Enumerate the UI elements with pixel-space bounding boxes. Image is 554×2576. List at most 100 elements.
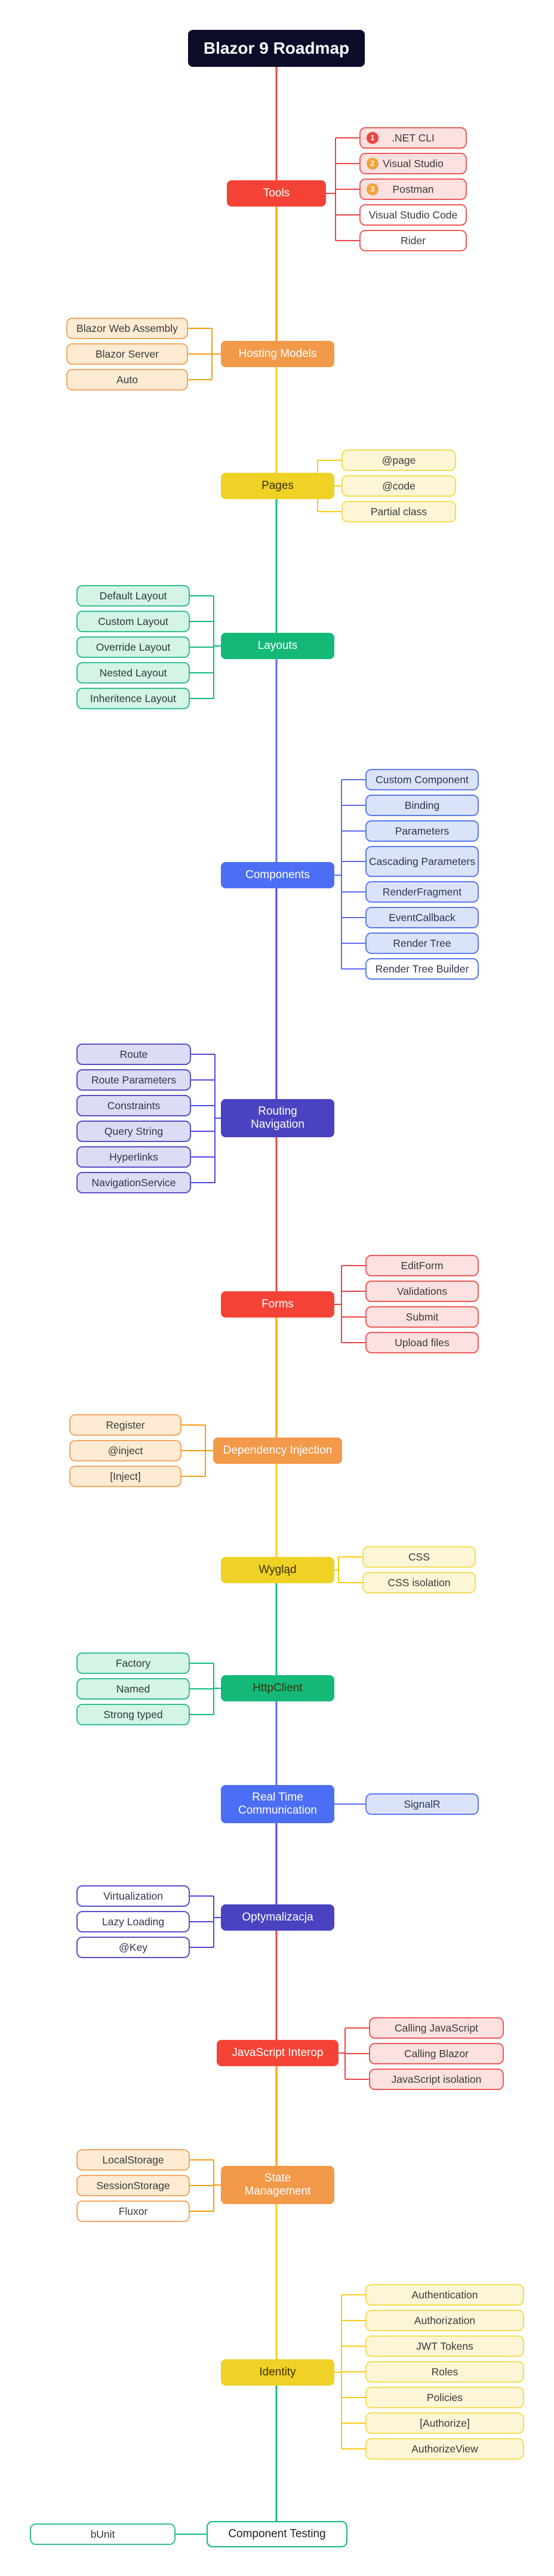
subtopic-label: Rider [401, 234, 426, 247]
topic-identity[interactable]: Identity [221, 2359, 334, 2386]
topic-tools[interactable]: Tools [227, 180, 326, 207]
subtopic-label: Auto [116, 373, 138, 386]
subtopic-virtualization[interactable]: Virtualization [76, 1885, 190, 1907]
subtopic-label: Authorization [414, 2314, 476, 2326]
subtopic-label: Virtualization [103, 1889, 163, 1902]
subtopic-blazor-server[interactable]: Blazor Server [66, 343, 188, 365]
subtopic-authorizeview[interactable]: AuthorizeView [365, 2438, 524, 2460]
topic-optymalizacja[interactable]: Optymalizacja [221, 1904, 334, 1931]
subtopic-auto[interactable]: Auto [66, 369, 188, 390]
subtopic-label: Override Layout [96, 641, 171, 653]
subtopic-register[interactable]: Register [69, 1414, 181, 1436]
subtopic-factory[interactable]: Factory [76, 1652, 190, 1674]
subtopic-authorize[interactable]: [Authorize] [365, 2412, 524, 2434]
subtopic-label: @Key [119, 1941, 147, 1953]
subtopic-inject[interactable]: [Inject] [69, 1466, 181, 1487]
topic-hosting-models[interactable]: Hosting Models [221, 341, 334, 367]
topic-real-time-communication[interactable]: Real Time Communication [221, 1785, 334, 1823]
subtopic-editform[interactable]: EditForm [365, 1255, 479, 1276]
roadmap-title: Blazor 9 Roadmap [188, 30, 365, 67]
subtopic-javascript-isolation[interactable]: JavaScript isolation [369, 2069, 504, 2090]
subtopic-label: Postman [392, 183, 434, 195]
subtopic-render-tree[interactable]: Render Tree [365, 932, 479, 954]
subtopic-partial-class[interactable]: Partial class [341, 501, 456, 522]
topic-dependency-injection[interactable]: Dependency Injection [213, 1438, 342, 1464]
topic-wyglad[interactable]: Wygląd [221, 1557, 334, 1583]
subtopic-custom-layout[interactable]: Custom Layout [76, 611, 190, 632]
subtopic-label: Strong typed [103, 1708, 163, 1721]
topic-javascript-interop[interactable]: JavaScript Interop [217, 2040, 338, 2066]
subtopic-nested-layout[interactable]: Nested Layout [76, 662, 190, 684]
topic-routing-navigation[interactable]: Routing Navigation [221, 1099, 334, 1137]
subtopic-calling-blazor[interactable]: Calling Blazor [369, 2043, 504, 2064]
subtopic-label: Custom Component [376, 773, 469, 786]
subtopic-inheritence-layout[interactable]: Inheritence Layout [76, 688, 190, 709]
subtopic-jwt-tokens[interactable]: JWT Tokens [365, 2335, 524, 2357]
subtopic-constraints[interactable]: Constraints [76, 1095, 191, 1116]
subtopic-signalr[interactable]: SignalR [365, 1793, 479, 1815]
subtopic-localstorage[interactable]: LocalStorage [76, 2149, 190, 2171]
subtopic-route-parameters[interactable]: Route Parameters [76, 1069, 191, 1091]
subtopic-validations[interactable]: Validations [365, 1281, 479, 1302]
subtopic-key[interactable]: @Key [76, 1937, 190, 1958]
subtopic-authorization[interactable]: Authorization [365, 2310, 524, 2331]
subtopic-render-tree-builder[interactable]: Render Tree Builder [365, 958, 479, 980]
subtopic-upload-files[interactable]: Upload files [365, 1332, 479, 1353]
subtopic-blazor-web-assembly[interactable]: Blazor Web Assembly [66, 318, 188, 339]
subtopic-label: NavigationService [91, 1176, 176, 1189]
subtopic-roles[interactable]: Roles [365, 2361, 524, 2383]
topic-state-management[interactable]: State Management [221, 2166, 334, 2204]
subtopic-default-layout[interactable]: Default Layout [76, 585, 190, 607]
subtopic-label: Cascading Parameters [369, 855, 475, 867]
subtopic-policies[interactable]: Policies [365, 2387, 524, 2408]
subtopic-label: [Authorize] [420, 2417, 470, 2429]
topic-forms[interactable]: Forms [221, 1291, 334, 1318]
topic-pages[interactable]: Pages [221, 473, 334, 499]
topic-layouts[interactable]: Layouts [221, 633, 334, 659]
subtopic-bunit[interactable]: bUnit [30, 2523, 176, 2545]
subtopic-page[interactable]: @page [341, 450, 456, 471]
topic-components[interactable]: Components [221, 862, 334, 888]
subtopic-sessionstorage[interactable]: SessionStorage [76, 2175, 190, 2196]
subtopic-css[interactable]: CSS [362, 1546, 476, 1568]
subtopic-eventcallback[interactable]: EventCallback [365, 907, 479, 928]
subtopic-authentication[interactable]: Authentication [365, 2284, 524, 2306]
topic-component-testing[interactable]: Component Testing [207, 2521, 347, 2547]
subtopic-calling-javascript[interactable]: Calling JavaScript [369, 2017, 504, 2039]
topic-httpclient[interactable]: HttpClient [221, 1675, 334, 1701]
subtopic-label: Hyperlinks [109, 1150, 158, 1163]
subtopic-label: Register [106, 1418, 145, 1431]
subtopic-named[interactable]: Named [76, 1678, 190, 1700]
subtopic-custom-component[interactable]: Custom Component [365, 769, 479, 790]
subtopic-code[interactable]: @code [341, 475, 456, 497]
subtopic-label: Calling Blazor [404, 2047, 469, 2060]
subtopic-visual-studio-code[interactable]: Visual Studio Code [359, 204, 467, 226]
subtopic-submit[interactable]: Submit [365, 1306, 479, 1328]
subtopic-override-layout[interactable]: Override Layout [76, 636, 190, 658]
subtopic-label: .NET CLI [392, 131, 435, 144]
subtopic-renderfragment[interactable]: RenderFragment [365, 881, 479, 903]
subtopic-navigationservice[interactable]: NavigationService [76, 1172, 191, 1193]
subtopic-css-isolation[interactable]: CSS isolation [362, 1572, 476, 1593]
subtopic-parameters[interactable]: Parameters [365, 820, 479, 842]
subtopic-cascading-parameters[interactable]: Cascading Parameters [365, 846, 479, 877]
subtopic-label: Authentication [411, 2288, 478, 2301]
subtopic-label: Render Tree Builder [375, 962, 469, 975]
subtopic-lazy-loading[interactable]: Lazy Loading [76, 1911, 190, 1932]
subtopic-label: Fluxor [118, 2205, 148, 2217]
subtopic-query-string[interactable]: Query String [76, 1121, 191, 1142]
subtopic-rider[interactable]: Rider [359, 230, 467, 251]
subtopic-fluxor[interactable]: Fluxor [76, 2200, 190, 2222]
subtopic-label: Parameters [395, 824, 450, 837]
subtopic-strong-typed[interactable]: Strong typed [76, 1704, 190, 1725]
subtopic-hyperlinks[interactable]: Hyperlinks [76, 1146, 191, 1168]
subtopic-inject[interactable]: @inject [69, 1440, 181, 1461]
subtopic-route[interactable]: Route [76, 1044, 191, 1065]
subtopic-label: CSS isolation [387, 1576, 451, 1589]
subtopic-label: Partial class [370, 505, 427, 518]
subtopic-binding[interactable]: Binding [365, 795, 479, 816]
